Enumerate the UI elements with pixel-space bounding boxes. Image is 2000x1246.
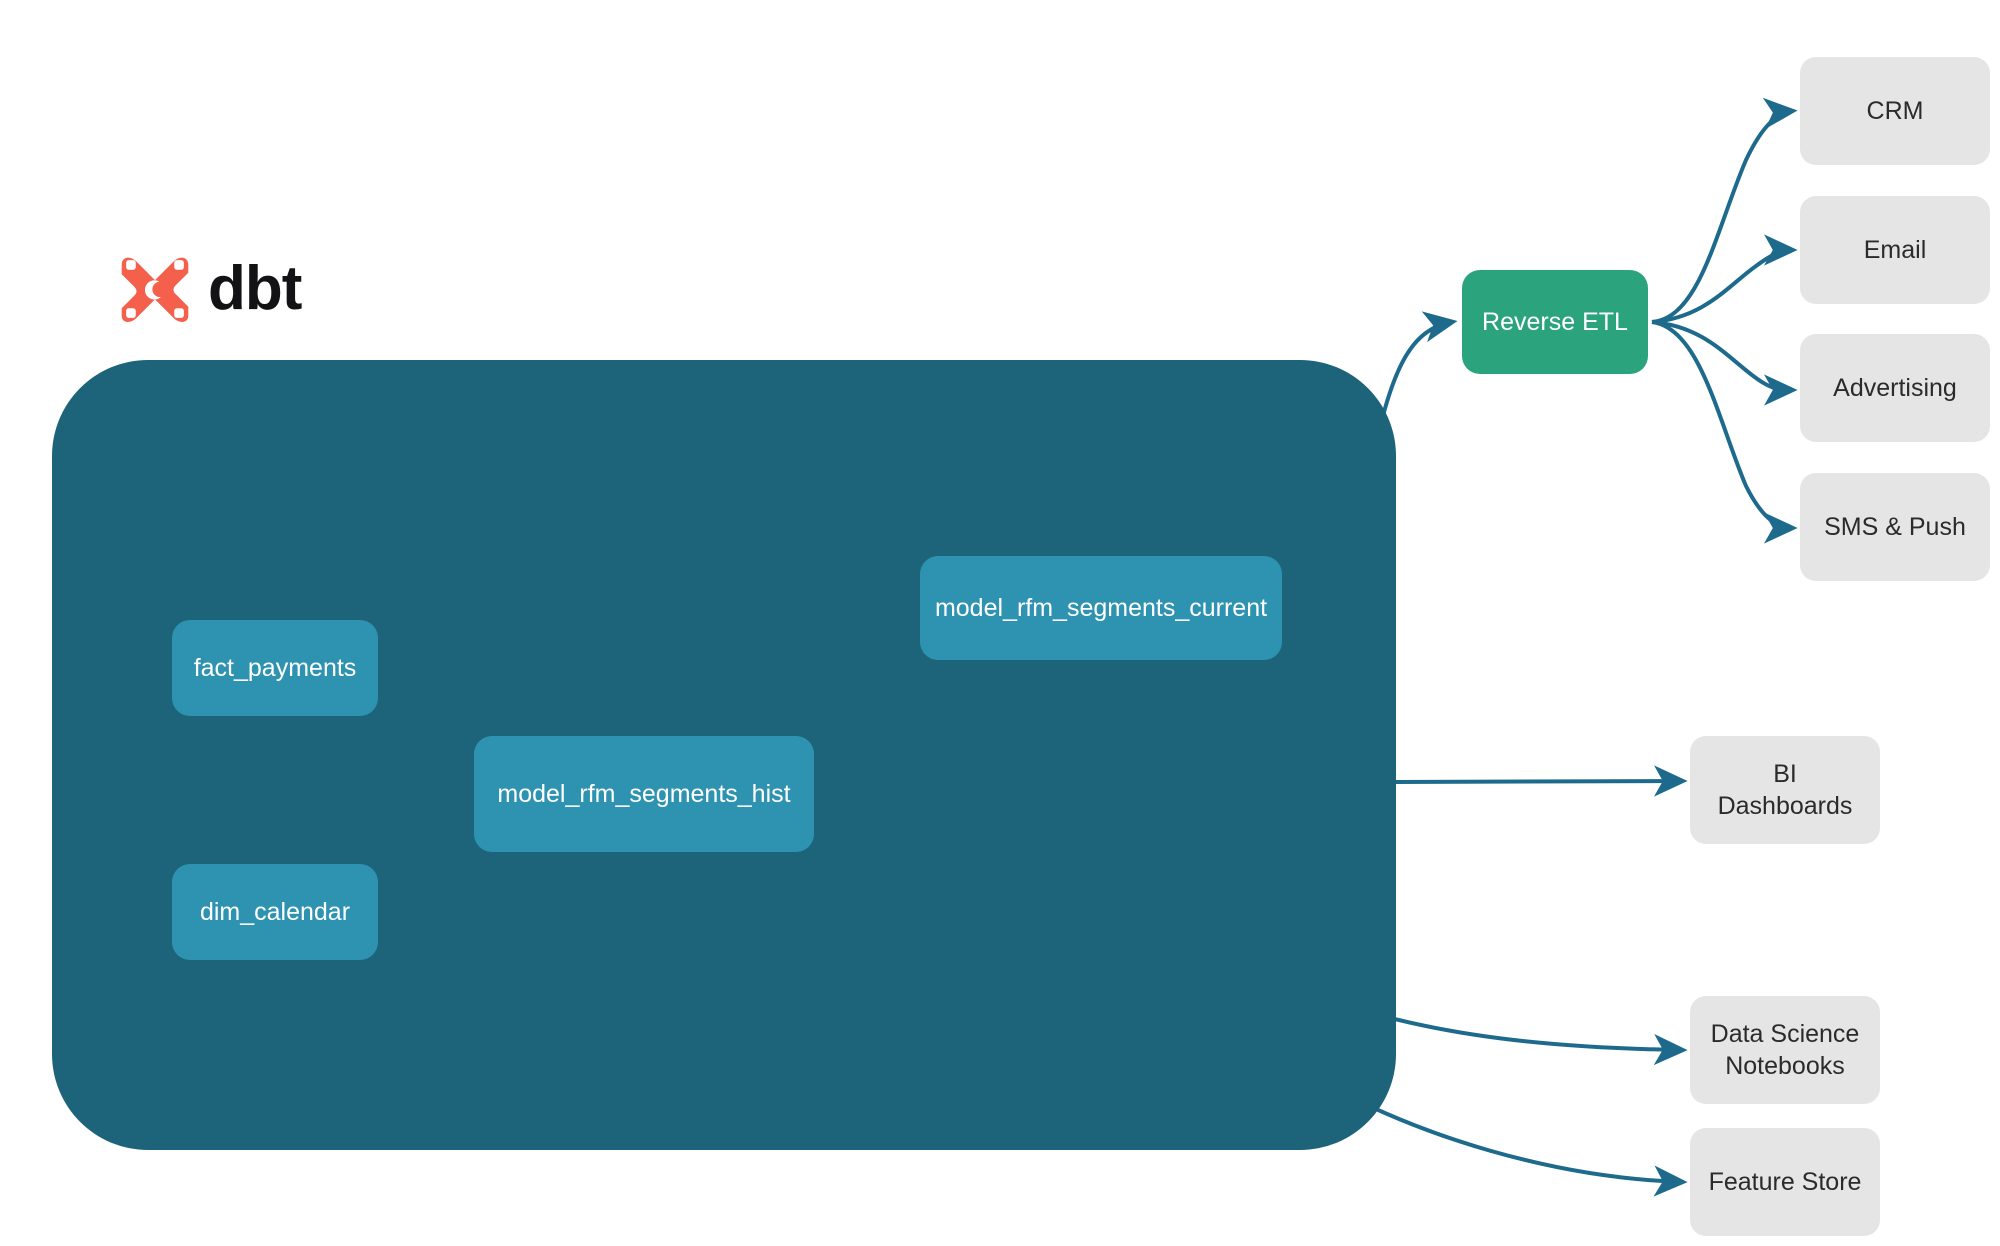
model-node-dim-calendar[interactable]: dim_calendar xyxy=(172,864,378,960)
model-node-rfm-segments-hist[interactable]: model_rfm_segments_hist xyxy=(474,736,814,852)
destination-node-crm[interactable]: CRM xyxy=(1800,57,1990,165)
destination-label: SMS & Push xyxy=(1824,512,1966,541)
destination-label: Advertising xyxy=(1833,373,1957,402)
brand-logo: dbt xyxy=(118,252,302,326)
model-node-label: fact_payments xyxy=(193,653,357,682)
destination-node-bi-dashboards[interactable]: BI Dashboards xyxy=(1690,736,1880,844)
brand-name: dbt xyxy=(208,254,302,323)
dbt-logo-icon xyxy=(121,257,189,322)
edge-reverse_etl-to-advertising xyxy=(1651,320,1798,406)
model-node-rfm-segments-current[interactable]: model_rfm_segments_current xyxy=(920,556,1282,660)
model-node-fact-payments[interactable]: fact_payments xyxy=(172,620,378,716)
destination-label: BI Dashboards xyxy=(1717,759,1853,821)
edge-reverse_etl-to-sms_push xyxy=(1651,320,1798,544)
destination-label: CRM xyxy=(1866,96,1924,125)
destination-label: Data Science Notebooks xyxy=(1710,1019,1860,1081)
destination-label: Feature Store xyxy=(1708,1167,1862,1196)
model-node-label: model_rfm_segments_hist xyxy=(497,779,791,808)
reverse-etl-label: Reverse ETL xyxy=(1482,307,1628,336)
edge-reverse_etl-to-crm xyxy=(1651,97,1798,324)
destination-label: Email xyxy=(1863,235,1927,264)
destination-node-email[interactable]: Email xyxy=(1800,196,1990,304)
edge-hist-to-bi_dashboards-outer xyxy=(1395,765,1688,797)
model-node-label: model_rfm_segments_current xyxy=(934,593,1268,622)
reverse-etl-node[interactable]: Reverse ETL xyxy=(1462,270,1648,374)
model-node-label: dim_calendar xyxy=(199,897,351,926)
destination-node-data-science-notebooks[interactable]: Data Science Notebooks xyxy=(1690,996,1880,1104)
destination-node-sms-push[interactable]: SMS & Push xyxy=(1800,473,1990,581)
edge-reverse_etl-to-email xyxy=(1651,234,1798,324)
destination-node-feature-store[interactable]: Feature Store xyxy=(1690,1128,1880,1236)
destination-node-advertising[interactable]: Advertising xyxy=(1800,334,1990,442)
